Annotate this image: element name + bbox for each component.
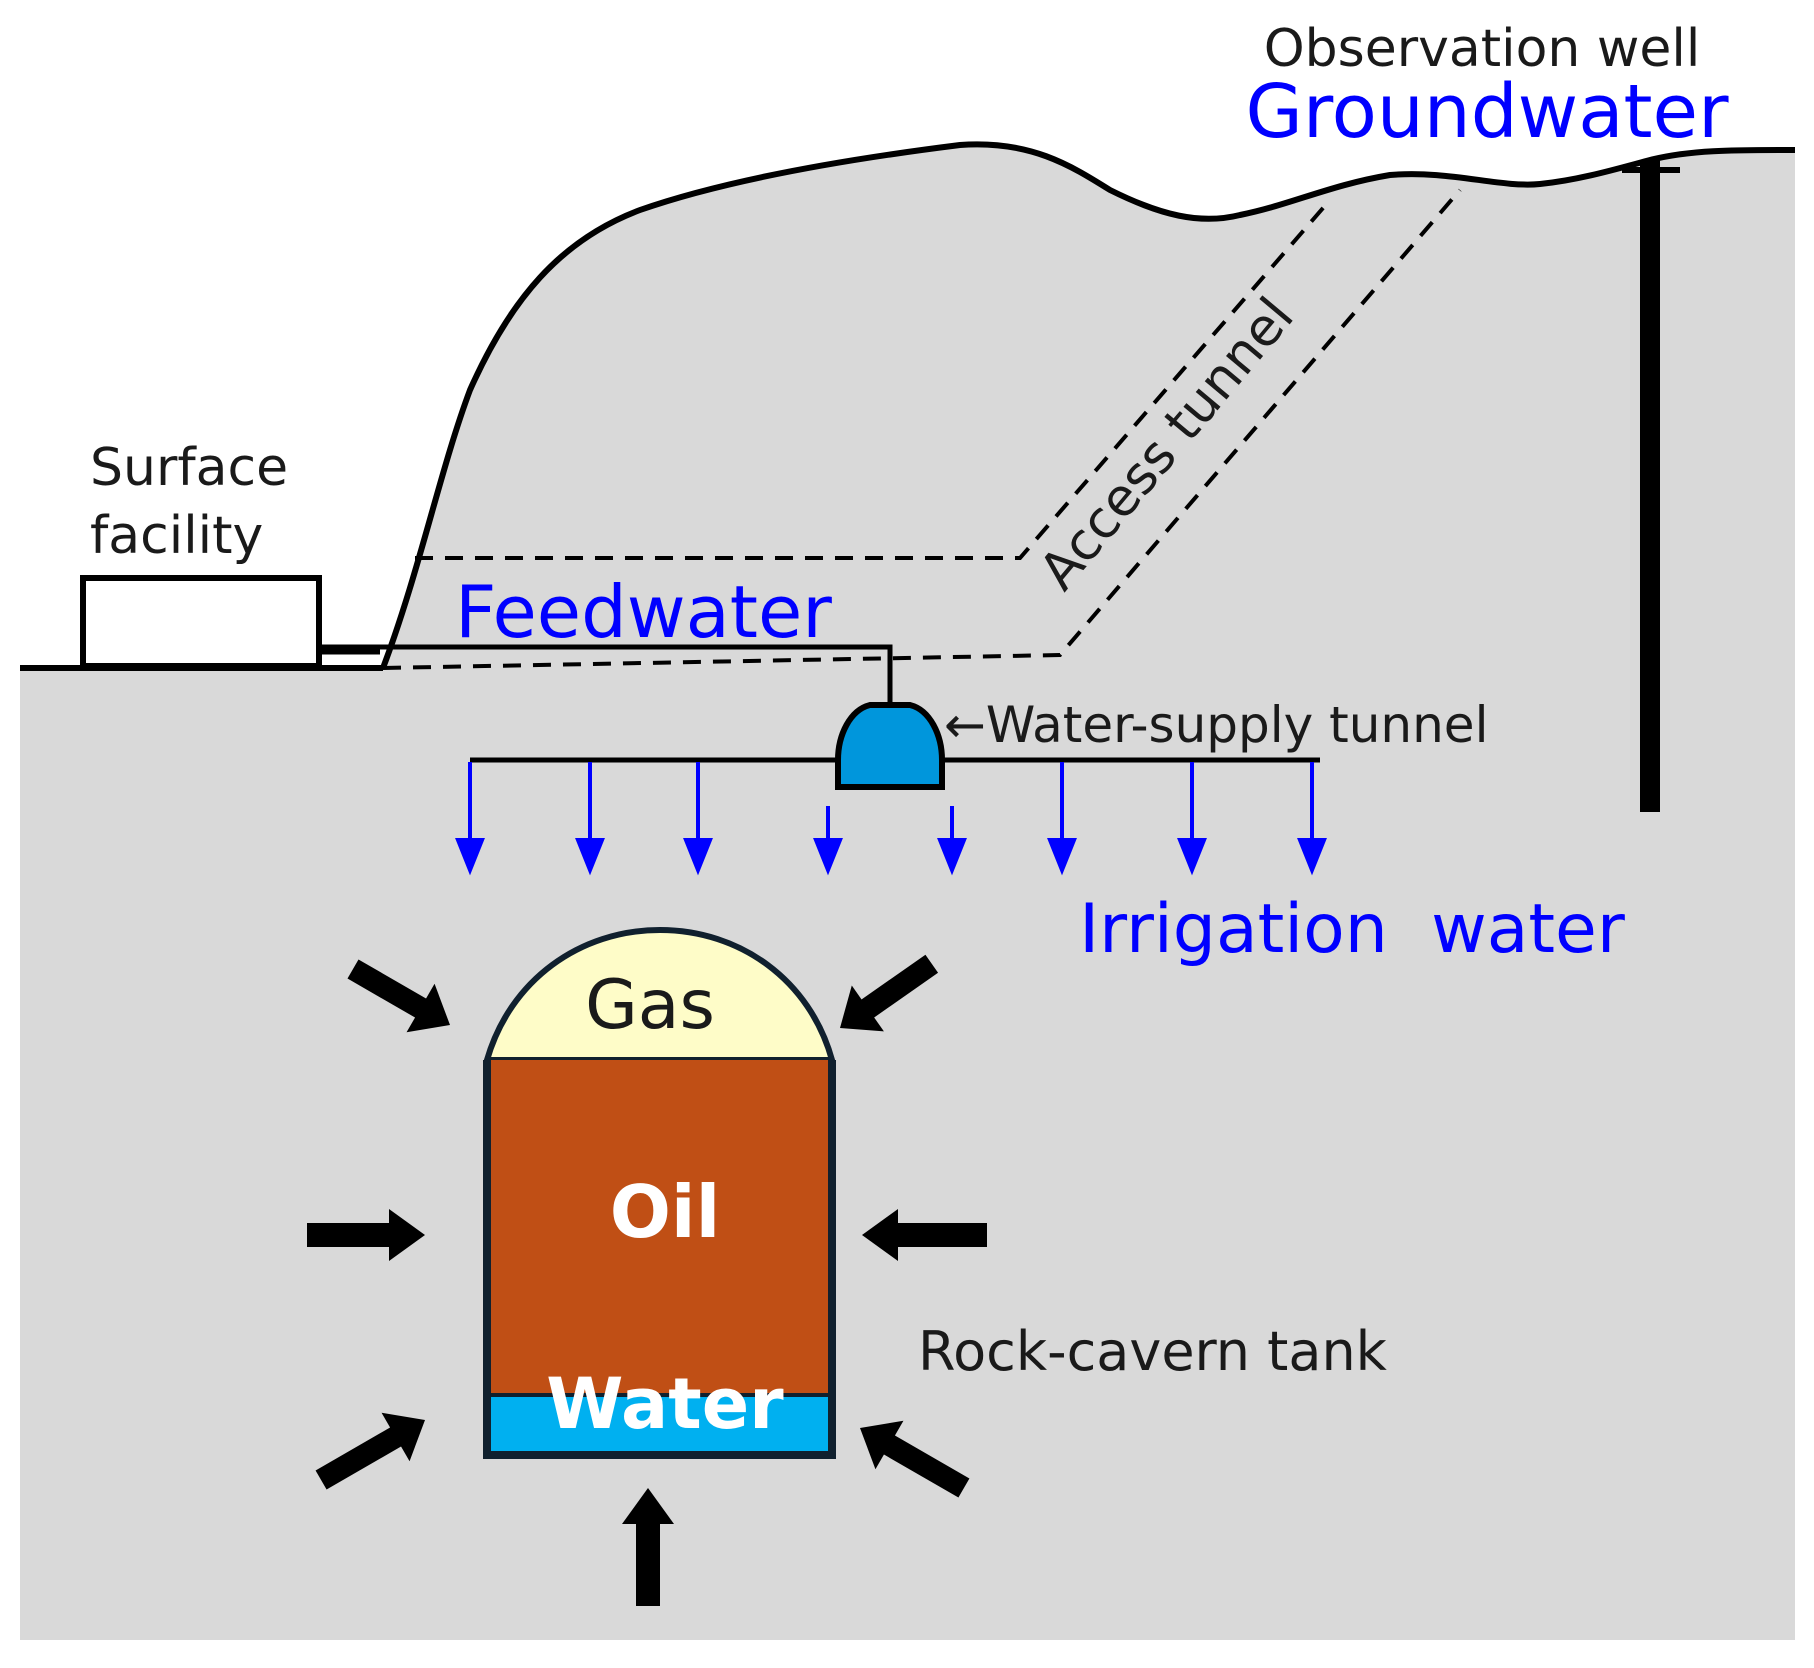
surface-facility-building: [80, 575, 322, 669]
pressure-arrow-upper-right: [840, 954, 939, 1032]
oil-label: Oil: [610, 1170, 721, 1254]
irrigation-arrow: [1047, 762, 1077, 876]
water-label: Water: [546, 1363, 784, 1445]
groundwater-label: Groundwater: [1245, 69, 1729, 155]
pressure-arrow-bottom: [622, 1488, 674, 1606]
water-supply-tunnel: [835, 702, 945, 790]
irrigation-arrow: [1177, 762, 1207, 876]
gas-label: Gas: [585, 966, 715, 1045]
irrigation-arrows: [455, 762, 1327, 876]
hill-outline: [380, 141, 1796, 670]
irrigation-arrow: [937, 806, 967, 876]
access-tunnel: [382, 188, 1462, 670]
surface-facility-label-line1: Surface: [90, 438, 288, 498]
surface-facility-label-line2: facility: [90, 506, 263, 566]
pressure-arrow-lower-left: [315, 1412, 425, 1490]
irrigation-arrow: [1297, 762, 1327, 876]
irrigation-arrow: [575, 762, 605, 876]
water-supply-tunnel-label: ←Water-supply tunnel: [944, 696, 1488, 754]
rock-cavern-tank-label: Rock-cavern tank: [918, 1320, 1388, 1383]
irrigation-water-label: Irrigation water: [1079, 890, 1625, 969]
rock-cavern-tank: [483, 926, 836, 1459]
feedwater-pipe: [319, 644, 893, 705]
feedwater-label: Feedwater: [455, 570, 832, 654]
pressure-arrow-left: [307, 1209, 425, 1261]
water-zone: [490, 1395, 830, 1453]
pressure-arrow-upper-left: [347, 959, 450, 1033]
irrigation-arrow: [455, 762, 485, 876]
irrigation-arrow: [683, 762, 713, 876]
oil-zone: [490, 1060, 830, 1395]
pressure-arrows: [307, 954, 987, 1606]
tank-wall: [483, 1060, 836, 1459]
observation-well-label: Observation well: [1264, 19, 1701, 79]
pressure-arrow-lower-right: [860, 1420, 970, 1498]
irrigation-arrow: [813, 806, 843, 876]
gas-zone: [483, 926, 836, 1063]
pressure-arrow-right: [862, 1209, 987, 1261]
ground-terrain: [20, 144, 1795, 1641]
observation-well: [1640, 160, 1660, 812]
